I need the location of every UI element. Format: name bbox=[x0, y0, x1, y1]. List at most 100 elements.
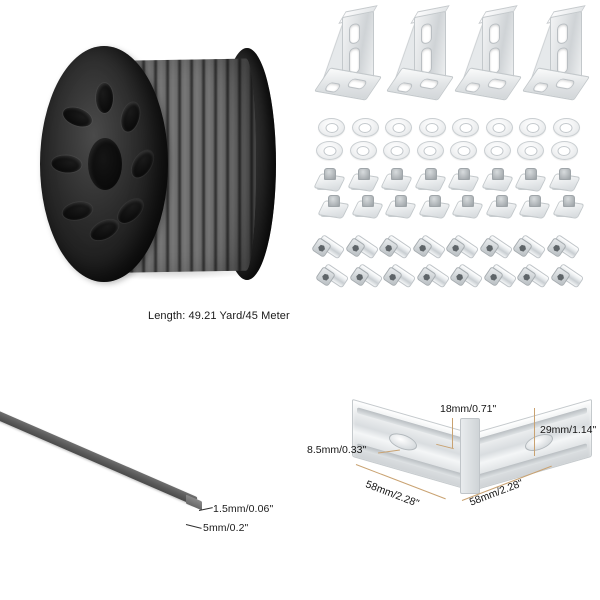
flat-washer bbox=[349, 141, 377, 160]
socket-head-cap-screw bbox=[415, 259, 450, 289]
bracket-slot-upper bbox=[421, 22, 432, 45]
t-nut-spring-ball bbox=[428, 195, 441, 207]
t-nut-spring-ball bbox=[324, 168, 336, 180]
socket-head-cap-screw bbox=[545, 230, 580, 260]
flat-washer bbox=[418, 118, 446, 137]
cord-strip bbox=[0, 410, 198, 506]
socket-head-cap-screw bbox=[411, 230, 446, 260]
flat-washer bbox=[316, 141, 343, 160]
corner-bracket bbox=[522, 5, 590, 106]
spool-flange-hole bbox=[114, 194, 148, 228]
spool-flange-hole bbox=[118, 100, 144, 135]
flat-washer bbox=[550, 141, 578, 160]
spool-flange-hole bbox=[50, 154, 82, 174]
corner-bracket bbox=[454, 5, 522, 106]
t-slot-nut bbox=[551, 195, 585, 220]
flat-washer bbox=[450, 141, 477, 160]
t-slot-nut bbox=[514, 168, 547, 193]
base-slot-left bbox=[531, 81, 550, 94]
cord-length-label: Length: 49.21 Yard/45 Meter bbox=[148, 310, 290, 322]
bracket-slot-upper bbox=[557, 22, 568, 45]
t-slot-nut bbox=[380, 168, 413, 193]
spool-flange-hole bbox=[126, 146, 158, 182]
cord-width-label: 5mm/0.2" bbox=[203, 522, 249, 534]
flat-washer bbox=[383, 141, 410, 160]
socket-head-cap-screw bbox=[449, 259, 484, 289]
corner-assembly-diagram bbox=[348, 398, 600, 530]
socket-head-cap-screw bbox=[344, 230, 379, 260]
t-slot-nut bbox=[313, 168, 346, 193]
base-slot-right bbox=[417, 78, 441, 90]
spool-left-flange bbox=[40, 46, 168, 282]
t-nut-spring-ball bbox=[328, 195, 340, 207]
socket-head-cap-screw bbox=[549, 259, 584, 289]
socket-head-cap-screw bbox=[516, 259, 551, 289]
t-slot-nut bbox=[317, 195, 350, 220]
socket-head-cap-screw bbox=[445, 230, 480, 260]
t-slot-nut bbox=[518, 195, 551, 220]
t-nut-spring-ball bbox=[525, 168, 537, 180]
t-nut-spring-ball bbox=[558, 168, 571, 180]
slot-width-leader bbox=[452, 418, 453, 448]
height-label: 29mm/1.14" bbox=[540, 424, 597, 436]
socket-head-cap-screw bbox=[512, 230, 547, 260]
flat-washer bbox=[519, 118, 546, 137]
t-nut-spring-ball bbox=[458, 168, 470, 180]
bracket-slot-upper bbox=[489, 22, 500, 45]
t-nut-spring-ball bbox=[562, 195, 575, 207]
flat-washer bbox=[552, 118, 580, 137]
t-slot-nut bbox=[547, 168, 581, 193]
t-slot-nut bbox=[346, 168, 380, 193]
t-slot-nut bbox=[480, 168, 514, 193]
base-slot-right bbox=[553, 78, 577, 90]
t-slot-nut bbox=[451, 195, 484, 220]
corner-bracket bbox=[386, 5, 454, 106]
t-slot-nut bbox=[447, 168, 480, 193]
depth-label: 8.5mm/0.33" bbox=[307, 444, 367, 456]
t-nut-spring-ball bbox=[357, 168, 370, 180]
slot-width-label: 18mm/0.71" bbox=[440, 403, 497, 415]
base-slot-right bbox=[485, 78, 509, 90]
base-slot-left bbox=[323, 81, 342, 94]
t-nut-spring-ball bbox=[395, 195, 407, 207]
spool-flange-hole bbox=[60, 199, 94, 222]
corner-joint bbox=[460, 418, 480, 494]
base-slot-left bbox=[395, 81, 414, 94]
spool-flange-hole bbox=[86, 215, 122, 245]
base-slot-right bbox=[345, 78, 369, 90]
socket-head-cap-screw bbox=[315, 259, 350, 289]
t-nut-spring-ball bbox=[529, 195, 541, 207]
flat-washer bbox=[416, 141, 444, 160]
t-slot-nut bbox=[384, 195, 417, 220]
flat-washer bbox=[517, 141, 544, 160]
t-nut-spring-ball bbox=[424, 168, 437, 180]
t-slot-nut bbox=[417, 195, 451, 220]
flat-washer bbox=[483, 141, 511, 160]
spool-assembly bbox=[22, 42, 276, 290]
t-nut-spring-ball bbox=[361, 195, 374, 207]
flat-washer bbox=[452, 118, 479, 137]
spool-flange-hole bbox=[95, 83, 113, 113]
socket-head-cap-screw bbox=[311, 230, 346, 260]
t-slot-nut bbox=[350, 195, 384, 220]
flat-cord-sample bbox=[0, 398, 230, 538]
base-slot-left bbox=[463, 81, 482, 94]
bracket-slot-upper bbox=[349, 22, 360, 45]
flat-washer bbox=[385, 118, 412, 137]
socket-head-cap-screw bbox=[482, 259, 517, 289]
height-dim-line bbox=[534, 408, 535, 456]
t-nut-spring-ball bbox=[391, 168, 403, 180]
spool-center-hub bbox=[88, 138, 122, 190]
t-nut-spring-ball bbox=[462, 195, 474, 207]
socket-head-cap-screw bbox=[382, 259, 417, 289]
socket-head-cap-screw bbox=[478, 230, 513, 260]
t-slot-nut bbox=[413, 168, 447, 193]
flat-washer bbox=[351, 118, 379, 137]
t-nut-spring-ball bbox=[491, 168, 504, 180]
socket-head-cap-screw bbox=[378, 230, 413, 260]
flat-washer bbox=[318, 118, 345, 137]
socket-head-cap-screw bbox=[348, 259, 383, 289]
corner-bracket bbox=[314, 5, 382, 106]
t-slot-nut bbox=[484, 195, 518, 220]
